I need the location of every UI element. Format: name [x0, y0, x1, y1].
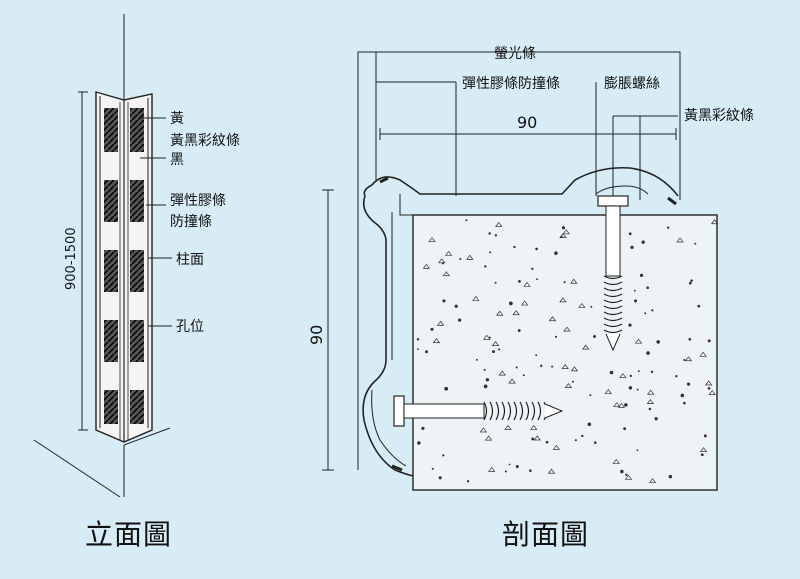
elevation-caption: 立面圖 — [85, 518, 173, 551]
label-rubber-guard-strip: 彈性膠條防撞條 — [462, 76, 560, 92]
black-stripe-right-1 — [130, 108, 144, 152]
expansion-screw-thread-horizontal — [483, 401, 548, 421]
black-stripe-left-3 — [104, 250, 118, 292]
elevation-height-dim: 900-1500 — [64, 227, 79, 290]
label-rubber-strip: 彈性膠條 — [170, 193, 226, 209]
label-yellow-black-strip-section: 黃黑彩紋條 — [684, 108, 754, 124]
label-yellow-black-strip: 黃黑彩紋條 — [170, 133, 240, 149]
label-fluorescent-strip: 螢光條 — [494, 46, 536, 62]
section-drawing: 90 90 螢光條 彈性膠條防撞條 膨脹螺絲 黃黑彩紋條 — [307, 46, 754, 491]
label-black: 黑 — [170, 152, 184, 168]
elevation-drawing: 900-1500 黃 黃黑彩紋條 黑 彈性膠條 防撞條 柱面 孔位 — [33, 14, 240, 498]
guard-left-profile — [362, 195, 414, 477]
label-hole-position: 孔位 — [176, 319, 204, 335]
black-stripe-right-4 — [130, 320, 144, 362]
black-stripe-right-5 — [130, 390, 144, 424]
section-height-dim: 90 — [307, 325, 326, 345]
label-column-face: 柱面 — [176, 252, 204, 268]
black-stripe-left-2 — [104, 180, 118, 222]
section-width-dim: 90 — [517, 113, 537, 132]
black-stripe-left-1 — [104, 108, 118, 152]
black-stripe-left-4 — [104, 320, 118, 362]
black-stripe-left-5 — [104, 390, 118, 424]
concrete-aggregate — [416, 219, 719, 484]
label-expansion-screw: 膨脹螺絲 — [604, 75, 660, 92]
label-yellow: 黃 — [170, 111, 184, 127]
black-stripe-right-3 — [130, 250, 144, 292]
guard-top-profile — [371, 166, 679, 197]
expansion-screw-head-vertical — [597, 195, 629, 207]
expansion-screw-head-horizontal — [393, 395, 405, 427]
section-caption: 剖面圖 — [502, 518, 590, 551]
black-stripe-right-2 — [130, 180, 144, 222]
label-guard-strip: 防撞條 — [170, 214, 212, 230]
expansion-screw-thread-vertical — [603, 275, 623, 334]
concrete-column — [412, 214, 718, 491]
